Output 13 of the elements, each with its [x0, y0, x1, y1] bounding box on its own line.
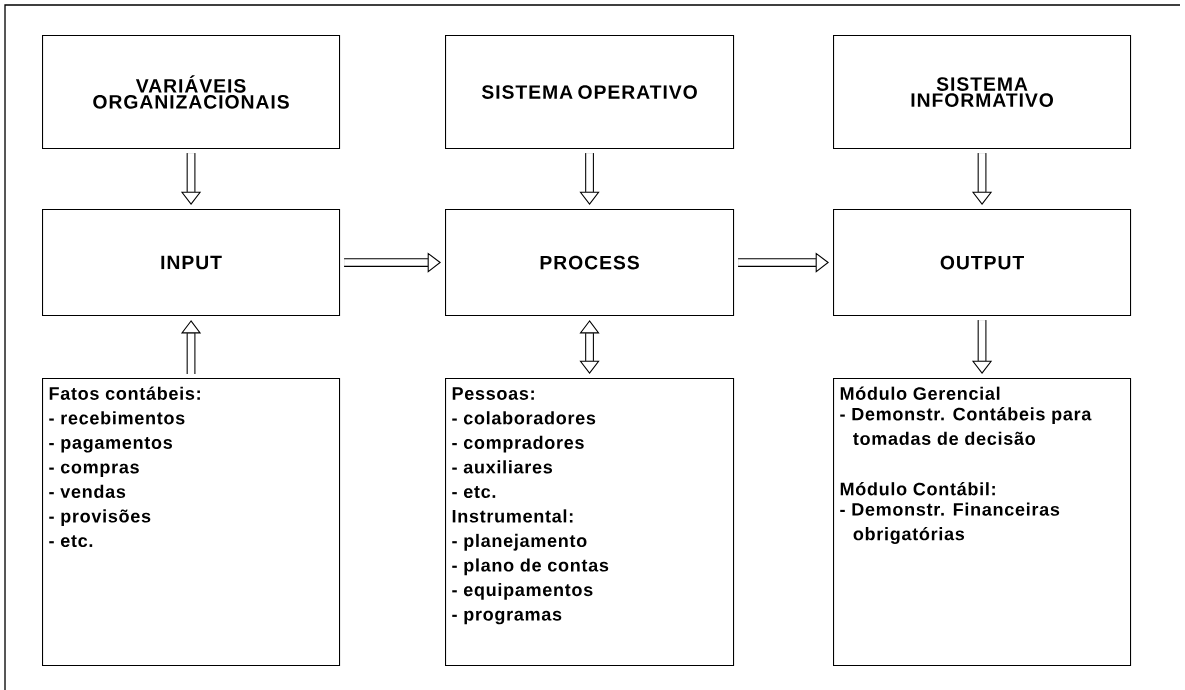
- list-box: Fatos contábeis: - recebimentos - pagamentos - compras - vendas - provisões - etc.: [42, 378, 341, 667]
- process-box: SISTEMA INFORMATIVO: [833, 35, 1132, 150]
- list-box: Módulo Gerencial - Demonstr. Contábeis para tomadas de decisão Módulo Contábil: - Demonstr. Financeiras obrigatórias: [833, 378, 1132, 667]
- list-box: Pessoas: - colaboradores - compradores - auxiliares - etc. Instrumental: - planejamento - plano de contas - equipamentos - programas: [445, 378, 735, 667]
- arrow: [579, 320, 600, 374]
- arrow: [344, 252, 441, 273]
- arrow: [738, 252, 829, 273]
- process-box: SISTEMA OPERATIVO: [445, 35, 735, 150]
- process-box: VARIÁVEIS ORGANIZACIONAIS: [42, 35, 341, 150]
- arrow: [579, 153, 600, 205]
- process-box: PROCESS: [445, 209, 735, 317]
- process-box: OUTPUT: [833, 209, 1132, 317]
- process-box: INPUT: [42, 209, 341, 317]
